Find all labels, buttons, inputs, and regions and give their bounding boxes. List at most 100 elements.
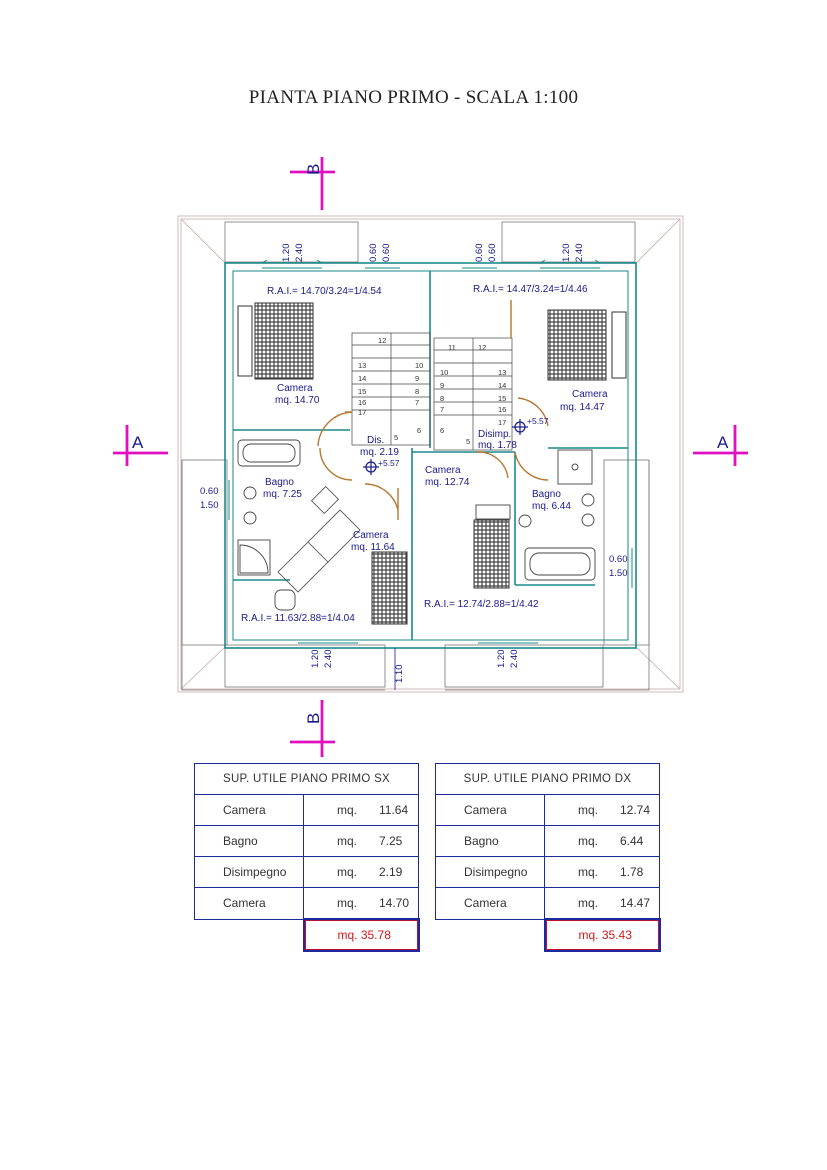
room-area-bagno-e: mq. 6.44	[532, 501, 571, 512]
stair-left	[351, 332, 431, 446]
stair-left-step: 6	[417, 426, 421, 435]
room-name-nw: Camera	[277, 383, 313, 394]
stair-right-step: 13	[498, 368, 506, 377]
window-left-w: 1.50	[200, 500, 219, 511]
stair-left-step: 15	[358, 387, 366, 396]
stair-right-step: 8	[440, 394, 444, 403]
table-row: Disimpegno mq.2.19	[194, 856, 419, 888]
stair-right-step: 14	[498, 381, 506, 390]
roof-outline	[177, 215, 684, 693]
stair-right	[433, 337, 513, 451]
table-row: Bagno mq.6.44	[435, 825, 660, 857]
level-dis: +5.57	[378, 458, 400, 468]
stair-left-step: 16	[358, 398, 366, 407]
stair-left-step: 10	[415, 361, 423, 370]
row-value: mq.1.78	[544, 856, 660, 888]
table-row: Camera mq.14.47	[435, 887, 660, 920]
stair-right-step: 12	[478, 343, 486, 352]
room-labels: R.A.I.= 14.70/3.24=1/4.54 Camera mq. 14.…	[241, 284, 608, 624]
row-label: Camera	[194, 887, 304, 920]
row-label: Camera	[435, 794, 545, 826]
row-value: mq.6.44	[544, 825, 660, 857]
room-area-bagno-w: mq. 7.25	[263, 489, 302, 500]
section-b-top-label: B	[304, 164, 323, 175]
stair-right-step: 10	[440, 368, 448, 377]
table-sx-total: mq. 35.78	[302, 918, 420, 952]
stair-right-step: 6	[440, 426, 444, 435]
room-name-dis: Dis.	[367, 435, 384, 446]
room-name-bagno-w: Bagno	[265, 477, 294, 488]
row-value: mq.12.74	[544, 794, 660, 826]
table-dx: SUP. UTILE PIANO PRIMO DX Camera mq.12.7…	[435, 763, 661, 952]
doors	[317, 300, 549, 520]
row-value: mq.14.70	[303, 887, 419, 920]
window-marks	[228, 259, 633, 644]
section-b-bottom-label: B	[304, 713, 323, 724]
section-a-left-label: A	[132, 433, 144, 452]
stair-left-step: 14	[358, 374, 366, 383]
window-bl-h: 1.20	[310, 650, 321, 669]
rai-ne: R.A.I.= 14.47/3.24=1/4.46	[473, 284, 588, 295]
room-area-disimp: mq. 1.78	[478, 440, 517, 451]
stair-right-step: 9	[440, 381, 444, 390]
window-tls-w: 0.60	[381, 244, 392, 263]
row-label: Disimpegno	[194, 856, 304, 888]
room-area-sw: mq. 11.64	[351, 542, 395, 553]
window-br-w: 2.40	[509, 650, 520, 669]
level-disimp: +5.57	[527, 416, 549, 426]
stair-left-step: 7	[415, 398, 419, 407]
section-labels: B B A A	[132, 164, 729, 724]
row-label: Disimpegno	[435, 856, 545, 888]
room-area-nw: mq. 14.70	[275, 395, 320, 406]
room-name-se: Camera	[425, 465, 461, 476]
window-br-h: 1.20	[496, 650, 507, 669]
table-dx-header: SUP. UTILE PIANO PRIMO DX	[435, 763, 660, 795]
row-value: mq.14.47	[544, 887, 660, 920]
drawing-title: PIANTA PIANO PRIMO - SCALA 1:100	[248, 87, 579, 108]
window-tr-h: 1.20	[561, 244, 572, 263]
window-dimensions: 1.20 2.40 0.60 0.60 0.60 0.60 1.20 2.40 …	[200, 244, 628, 684]
stair-left-step: 5	[394, 433, 398, 442]
table-row: Camera mq.11.64	[194, 794, 419, 826]
room-name-disimp: Disimp.	[478, 429, 511, 440]
row-label: Bagno	[194, 825, 304, 857]
window-bl-w: 2.40	[323, 650, 334, 669]
stair-left-step: 13	[358, 361, 366, 370]
room-name-ne: Camera	[572, 389, 608, 400]
table-dx-total: mq. 35.43	[543, 918, 661, 952]
room-area-ne: mq. 14.47	[560, 402, 605, 413]
stair-right-step: 11	[448, 343, 456, 352]
bath-fixtures	[237, 439, 596, 611]
stair-right-step: 16	[498, 405, 506, 414]
row-value: mq.2.19	[303, 856, 419, 888]
floor-plan: 12 13 14 15 16 17 10 9 8 7 6 5 11 12 10 …	[113, 157, 748, 757]
stair-right-step: 7	[440, 405, 444, 414]
window-right-h: 0.60	[609, 554, 628, 565]
stair-right-step: 17	[498, 418, 506, 427]
row-label: Camera	[435, 887, 545, 920]
rai-nw: R.A.I.= 14.70/3.24=1/4.54	[267, 286, 382, 297]
table-row: Camera mq.14.70	[194, 887, 419, 920]
window-tl-h: 1.20	[281, 244, 292, 263]
stair-left-step: 17	[358, 408, 366, 417]
window-bc: 1.10	[394, 665, 405, 684]
table-row: Disimpegno mq.1.78	[435, 856, 660, 888]
room-area-dis: mq. 2.19	[360, 447, 399, 458]
table-sx-header: SUP. UTILE PIANO PRIMO SX	[194, 763, 419, 795]
stair-left-step: 8	[415, 387, 419, 396]
stair-right-step: 5	[466, 437, 470, 446]
rai-se: R.A.I.= 12.74/2.88=1/4.42	[424, 599, 539, 610]
section-a-right-label: A	[717, 433, 729, 452]
stair-numbers: 12 13 14 15 16 17 10 9 8 7 6 5 11 12 10 …	[358, 336, 506, 446]
stair-right-step: 15	[498, 394, 506, 403]
window-right-w: 1.50	[609, 568, 628, 579]
stair-left-step: 9	[415, 374, 419, 383]
diagonal-stair	[277, 485, 361, 593]
row-value: mq.11.64	[303, 794, 419, 826]
room-area-se: mq. 12.74	[425, 477, 470, 488]
window-trs-h: 0.60	[474, 244, 485, 263]
row-value: mq.7.25	[303, 825, 419, 857]
room-name-sw: Camera	[353, 530, 389, 541]
window-left-h: 0.60	[200, 486, 219, 497]
table-row: Camera mq.12.74	[435, 794, 660, 826]
